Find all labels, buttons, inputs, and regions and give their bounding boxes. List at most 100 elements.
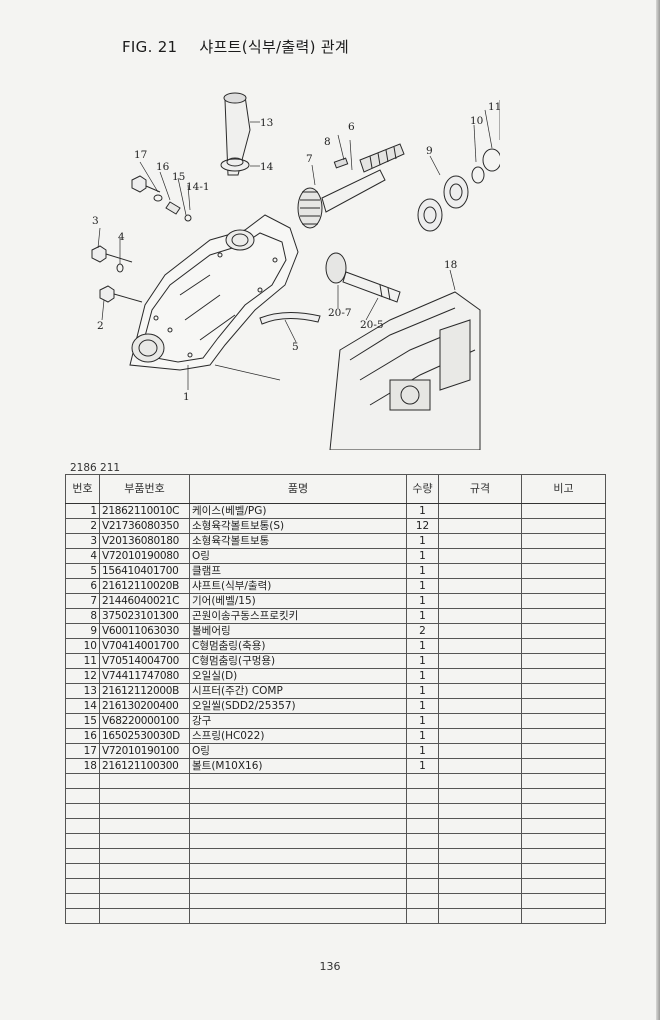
cell-part-name: 소형육각볼트보통(S) [189,518,407,534]
cell-part-number: 21862110010C [99,503,190,519]
cell-remarks [521,728,606,744]
cell-empty [438,863,522,879]
case-housing-drawing [129,214,299,371]
cell-spec [438,623,522,639]
header-part-number: 부품번호 [99,474,190,504]
cell-part-number: V60011063030 [99,623,190,639]
cell-part-number: V70414001700 [99,638,190,654]
cell-remarks [521,638,606,654]
cell-empty [189,788,407,804]
cell-empty [438,833,522,849]
svg-text:8: 8 [324,136,331,148]
svg-text:1: 1 [183,391,190,403]
cell-empty [438,908,522,924]
cell-spec [438,638,522,654]
cell-empty [189,893,407,909]
bevel-gear-and-shaft-drawing [297,143,405,229]
cell-spec [438,503,522,519]
table-row-empty [65,803,606,819]
cell-item-no: 4 [65,548,100,564]
cell-item-no: 5 [65,563,100,579]
cell-part-number: 16502530030D [99,728,190,744]
cell-empty [406,908,439,924]
cell-quantity: 1 [406,758,439,774]
table-row-empty [65,848,606,864]
svg-text:9: 9 [426,145,433,157]
cell-empty [438,893,522,909]
table-row-empty [65,818,606,834]
cell-spec [438,518,522,534]
cell-part-number: 375023101300 [99,608,190,624]
cell-empty [65,803,100,819]
output-gear-and-shaft-drawing [325,252,401,303]
cell-quantity: 12 [406,518,439,534]
cell-part-number: V72010190100 [99,743,190,759]
svg-text:14: 14 [260,161,274,173]
cell-item-no: 11 [65,653,100,669]
cell-quantity: 1 [406,743,439,759]
cell-empty [438,773,522,789]
cell-empty [65,908,100,924]
svg-text:6: 6 [348,121,355,133]
cell-part-name: 볼베어링 [189,623,407,639]
cell-spec [438,563,522,579]
cell-quantity: 1 [406,698,439,714]
cell-quantity: 1 [406,578,439,594]
cell-remarks [521,743,606,759]
page-edge-shadow [656,0,660,1020]
header-no: 번호 [65,474,100,504]
cell-remarks [521,608,606,624]
cell-part-name: 강구 [189,713,407,729]
cell-empty [99,818,190,834]
cell-spec [438,728,522,744]
svg-text:5: 5 [292,341,299,353]
svg-text:14-1: 14-1 [186,181,210,193]
cell-quantity: 1 [406,668,439,684]
cell-quantity: 1 [406,503,439,519]
table-row-empty [65,878,606,894]
cell-remarks [521,698,606,714]
table-row-empty [65,863,606,879]
svg-text:10: 10 [470,115,483,127]
cell-item-no: 7 [65,593,100,609]
cell-remarks [521,653,606,669]
cell-empty [99,803,190,819]
cell-empty [521,788,606,804]
cell-part-name: 오일실(D) [189,668,407,684]
cell-spec [438,653,522,669]
cell-empty [65,788,100,804]
cell-empty [406,893,439,909]
cell-empty [189,803,407,819]
cell-spec [438,668,522,684]
cell-empty [406,878,439,894]
cell-part-name: 케이스(베벨/PG) [189,503,407,519]
header-spec: 규격 [438,474,522,504]
cell-empty [65,848,100,864]
cell-empty [189,773,407,789]
cell-empty [65,863,100,879]
cell-remarks [521,758,606,774]
cell-item-no: 3 [65,533,100,549]
cell-empty [65,818,100,834]
cell-item-no: 15 [65,713,100,729]
cell-remarks [521,533,606,549]
cell-empty [189,908,407,924]
cell-empty [189,863,407,879]
cell-empty [521,878,606,894]
cell-remarks [521,563,606,579]
cell-empty [438,878,522,894]
cell-item-no: 14 [65,698,100,714]
cell-part-number: V21736080350 [99,518,190,534]
cell-empty [521,863,606,879]
cell-item-no: 10 [65,638,100,654]
cell-part-name: 스프링(HC022) [189,728,407,744]
svg-text:16: 16 [156,161,170,173]
